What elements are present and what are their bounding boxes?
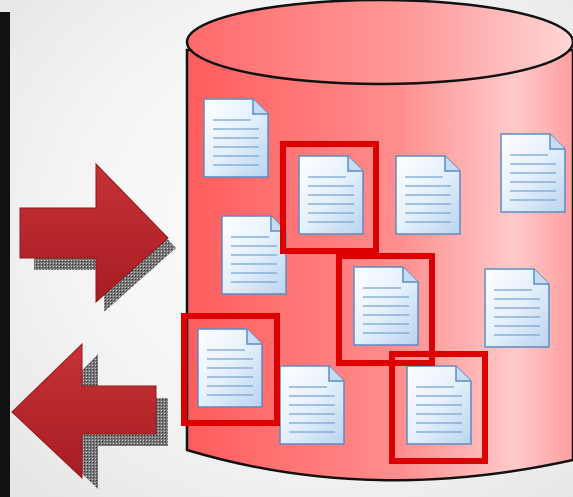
incoming-arrow <box>19 162 176 312</box>
left-edge-bar <box>0 12 10 497</box>
outgoing-arrow <box>11 342 168 489</box>
selection-boxes <box>181 141 488 464</box>
selection-box <box>336 253 435 366</box>
document-icon <box>279 365 345 445</box>
document-icon <box>221 215 287 295</box>
document-icon <box>353 266 419 346</box>
document-icon <box>395 155 461 235</box>
document-icon <box>500 133 566 213</box>
selection-box <box>181 313 280 426</box>
document-icon <box>203 98 269 178</box>
document-icon <box>298 155 364 235</box>
document-icon <box>484 268 550 348</box>
document-icon <box>197 328 263 408</box>
document-icon <box>406 365 472 445</box>
selection-box <box>389 351 488 464</box>
selection-box <box>280 141 379 254</box>
